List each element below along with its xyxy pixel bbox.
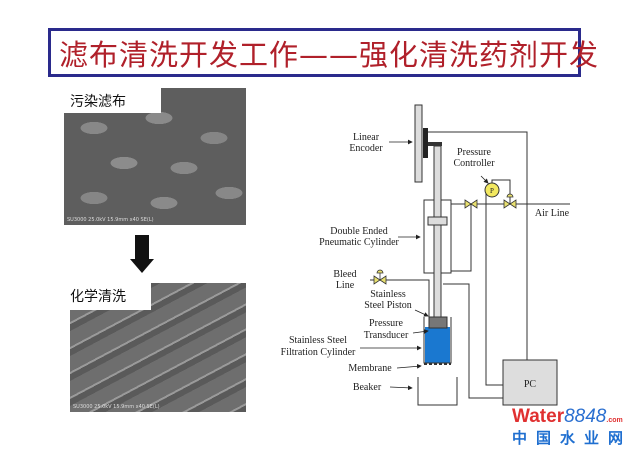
pc-box <box>502 359 558 406</box>
image-caption-fouled: SU3000 25.0kV 15.9mm x40 SE(L) <box>67 217 154 223</box>
sem-image-chemical-cleaned: 化学清洗 SU3000 25.0kV 15.9mm x40 SE(L) <box>70 283 246 412</box>
label-transducer: Pressure <box>369 318 403 329</box>
pc-label: PC <box>524 379 537 390</box>
cylinder-air-line <box>451 204 472 272</box>
watermark-logo: Water8848.com 中国水业网 <box>512 406 633 447</box>
bleed-valve-actuator-icon <box>376 269 384 280</box>
down-arrow-icon <box>135 235 149 261</box>
label-pressure-controller: Pressure <box>457 147 491 158</box>
linear-encoder-head <box>423 128 428 158</box>
transducer-signal-line <box>443 283 503 399</box>
encoder-signal-line <box>428 131 528 360</box>
svg-text:Encoder: Encoder <box>349 143 383 154</box>
linear-encoder-scale <box>414 104 423 183</box>
image-label-cleaned: 化学清洗 <box>70 283 151 310</box>
controller-loop-line <box>491 179 511 204</box>
image-label-fouled: 污染滤布 <box>64 88 161 113</box>
controller-signal-line <box>485 193 503 386</box>
down-arrow-head-icon <box>130 259 154 273</box>
svg-text:Line: Line <box>336 280 355 291</box>
valve-actuator-icon <box>506 193 514 204</box>
svg-text:Controller: Controller <box>453 158 495 169</box>
label-beaker: Beaker <box>353 382 382 393</box>
filtration-fluid <box>425 327 450 363</box>
pneumatic-piston-plate <box>427 216 448 226</box>
label-bleed-line: Bleed <box>333 269 356 280</box>
svg-text:Steel Piston: Steel Piston <box>364 300 412 311</box>
slide-title-box: 滤布清洗开发工作——强化清洗药剂开发 <box>48 28 598 77</box>
label-piston: Stainless <box>370 289 406 300</box>
piston-rod <box>433 145 442 318</box>
svg-text:Transducer: Transducer <box>364 330 409 341</box>
svg-text:Pneumatic Cylinder: Pneumatic Cylinder <box>319 237 399 248</box>
valve-icon <box>373 199 517 285</box>
beaker <box>417 377 458 406</box>
sem-image-fouled-cloth: 污染滤布 SU3000 25.0kV 15.9mm x40 SE(L) <box>64 88 246 225</box>
slide-title: 滤布清洗开发工作——强化清洗药剂开发 <box>59 37 600 72</box>
label-linear-encoder: Linear <box>353 132 380 143</box>
bleed-line <box>370 279 430 317</box>
label-membrane: Membrane <box>348 363 392 374</box>
svg-text:P: P <box>490 187 494 195</box>
filtration-cylinder <box>423 317 452 364</box>
label-air-line: Air Line <box>535 208 570 219</box>
rod-cap <box>428 142 442 146</box>
label-double-ended: Double Ended <box>330 226 388 237</box>
image-caption-cleaned: SU3000 25.0kV 15.9mm x40 SE(L) <box>73 404 160 410</box>
stainless-steel-piston <box>428 316 448 329</box>
label-filtration-cylinder: Stainless Steel <box>289 335 347 346</box>
pressure-gauge-icon <box>484 182 500 198</box>
svg-text:Filtration Cylinder: Filtration Cylinder <box>281 347 356 358</box>
